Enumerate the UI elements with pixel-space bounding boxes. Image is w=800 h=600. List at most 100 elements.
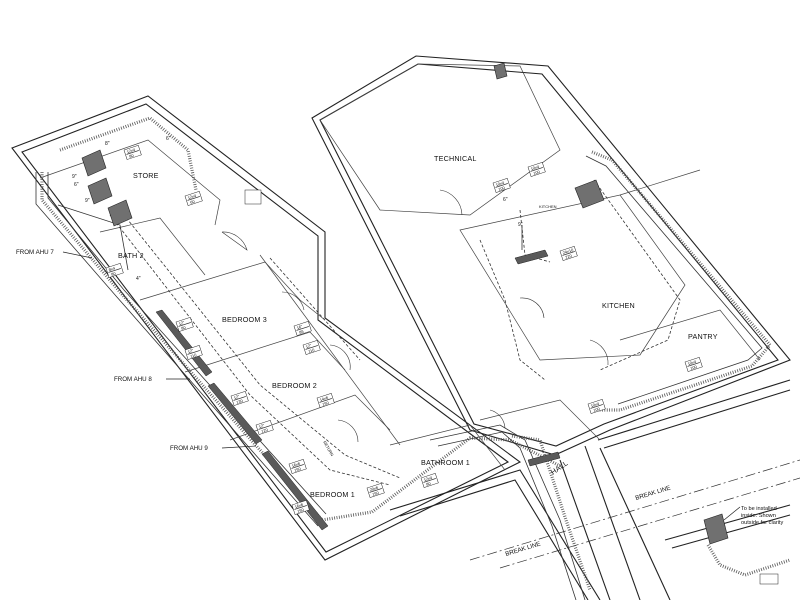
technical-room-walls (319, 63, 561, 216)
callout-from-ahu-9: FROM AHU 9 (170, 445, 208, 452)
return-duct (479, 239, 546, 381)
east-lower-wall (597, 379, 791, 441)
sw-lower-wall (389, 469, 601, 600)
ahu-unit (107, 199, 133, 227)
break-lines (469, 459, 800, 569)
diffuser-tag-size: 12" (187, 348, 195, 355)
room-label-bedroom-3: BEDROOM 3 (222, 315, 267, 324)
diffuser-tag-divider (291, 464, 304, 469)
hall-duct (429, 424, 586, 600)
interior-walls (39, 63, 761, 471)
callout-leader (221, 445, 257, 449)
diffuser-tag-size: 16x6 (291, 461, 302, 469)
duct-size-label: 9" (72, 174, 77, 180)
room-label-bedroom-1: BEDROOM 1 (310, 490, 355, 499)
diffuser-tag-divider (187, 196, 200, 201)
diffuser-tag-size: 12" (233, 394, 241, 401)
diffuser-tag-divider (369, 488, 382, 493)
corridor-wall-east (599, 447, 671, 600)
diffuser-tag-divider (495, 183, 508, 188)
diffuser-tag-size: 24x10 (562, 247, 575, 255)
supply-duct-east (591, 150, 773, 412)
diffuser-tag-flow: 110 (307, 347, 315, 354)
callouts: FROM AHU 7 FROM AHU 8 FROM AHU 9 (16, 249, 257, 452)
return-duct (269, 257, 361, 361)
duct-size-label: 6" (166, 136, 171, 142)
pantry-walls (619, 309, 761, 361)
diffuser-tag-flow: 80 (110, 270, 117, 276)
note-leader (723, 506, 741, 521)
diffuser-tag: 16"85 (293, 321, 312, 336)
corridor-wall (259, 254, 401, 446)
diffuser-tag-flow: 80 (180, 324, 187, 330)
east-lower-wall-inner (603, 389, 791, 449)
door-swing (329, 344, 351, 371)
outer-walls (11, 55, 791, 600)
diffuser-tag-flow: 80 (128, 152, 135, 158)
doors (221, 189, 609, 443)
diffuser-tag-size: 12x4 (187, 193, 198, 201)
note-line-2: inside. Shown (741, 513, 776, 519)
diffuser-tag-size: 12x4 (126, 147, 137, 155)
diffuser-tag-divider (258, 425, 271, 430)
kitchen-grille (514, 249, 549, 265)
door-swing (439, 189, 463, 216)
kitchen-ahu-unit (574, 179, 605, 209)
duct-size-label: 6" (74, 182, 79, 188)
diffuser-tag-divider (423, 478, 436, 483)
se-unit-duct (706, 544, 791, 577)
diffuser-tag-flow: 100 (532, 169, 541, 176)
east-wing-outline (311, 55, 791, 456)
break-line (469, 459, 800, 561)
se-room-wall (664, 504, 791, 541)
bedroom3-wall-north (139, 261, 326, 321)
diffuser-tag-flow: 150 (293, 466, 302, 473)
break-line-label: BREAK LINE (635, 485, 672, 502)
duct-size-label: 4" (136, 276, 141, 282)
room-label-bath-2: BATH 2 (118, 251, 144, 260)
diffuser-tag-divider (530, 167, 543, 172)
diffuser-tag-divider (296, 326, 309, 331)
diffuser-tag-divider (187, 350, 200, 355)
diffuser-tag-flow: 80 (425, 480, 432, 486)
door-swing (519, 297, 545, 319)
supply-duct-west (40, 172, 561, 522)
diffuser-tag-size: 12x4 (423, 475, 434, 483)
sw-lower-wall-inner (399, 479, 589, 600)
ahu-7-unit (81, 149, 107, 177)
room-label-hall: HALL (549, 458, 570, 476)
ahu-unit (87, 177, 113, 205)
diffuser-tag: 12"110 (302, 340, 321, 355)
store-equipment (244, 189, 262, 205)
west-wing-inner-outline (21, 103, 510, 553)
diffuser-tag-divider (178, 322, 191, 327)
hall-walls (479, 399, 601, 441)
bedroom2-grille (207, 382, 263, 445)
return-label: RETURN (322, 440, 335, 457)
diffuser-tag-divider (687, 362, 700, 367)
grilles (155, 249, 561, 531)
diffuser-tag-flow: 100 (592, 406, 601, 413)
diffuser-tag: 12"120 (255, 420, 274, 435)
break-line (499, 477, 800, 569)
equipment (81, 62, 779, 585)
room-label-pantry: PANTRY (688, 332, 718, 341)
duct-size-label: 9" (518, 222, 523, 228)
diffuser-tag-flow: 60 (189, 198, 196, 204)
diffuser-tag-flow: 130 (235, 398, 244, 405)
kitchen-duct-dashed (593, 179, 681, 371)
room-label-technical: TECHNICAL (434, 154, 477, 163)
supply-duct-east-edge (585, 155, 763, 405)
diffuser-tag-size: 14x6 (319, 395, 330, 403)
east-wing-inner-outline (319, 63, 779, 447)
